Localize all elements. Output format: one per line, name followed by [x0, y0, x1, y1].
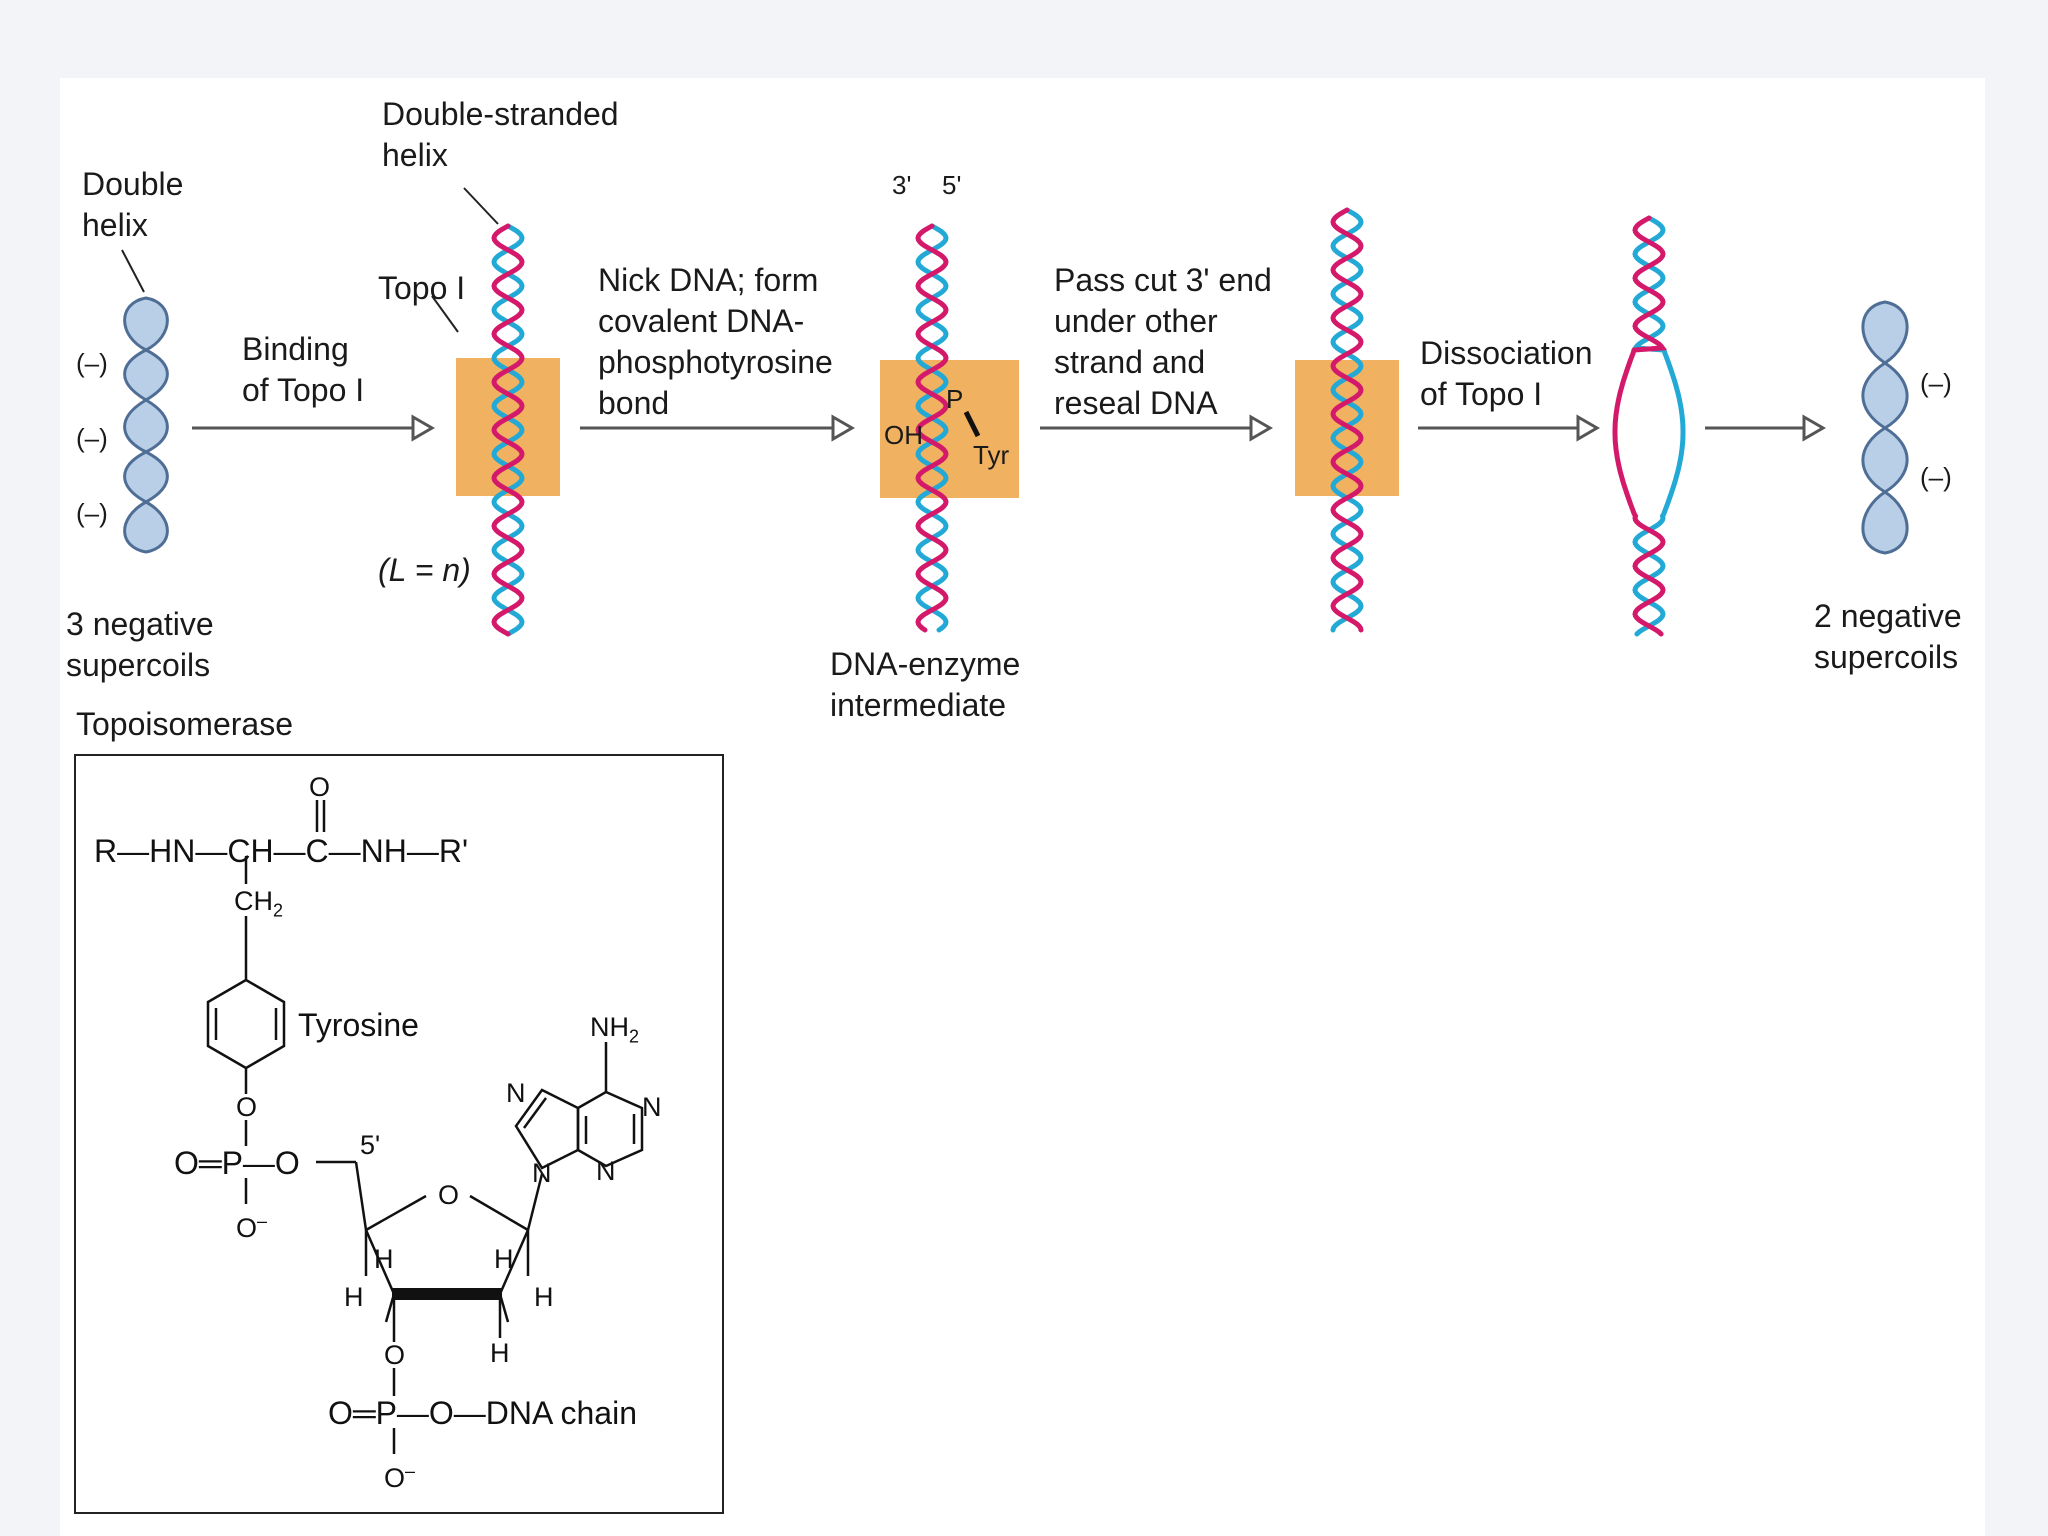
- chem-h-3: H: [344, 1282, 364, 1312]
- label-minus-right-1: (–): [1920, 368, 1952, 398]
- chem-tyrosine-label: Tyrosine: [298, 1007, 419, 1043]
- chem-n-3: N: [642, 1092, 662, 1122]
- phosphotyrosine-bond: [963, 410, 981, 438]
- chem-ring-oxygen: O: [438, 1180, 460, 1210]
- supercoil-two-negative: [1861, 300, 1909, 555]
- chem-nh2: NH2: [590, 1012, 640, 1047]
- label-dna-enzyme-intermediate: DNA-enzyme intermediate: [830, 646, 1021, 723]
- label-dissociation: Dissociation of Topo I: [1420, 335, 1593, 412]
- chem-five-prime: 5': [360, 1130, 381, 1160]
- dna-helix-released: [1612, 215, 1686, 637]
- dna-helix-bound: [491, 223, 525, 637]
- label-minus-left-2: (–): [76, 423, 108, 453]
- strand-cyan: [1330, 207, 1364, 633]
- leader-topo: [431, 295, 459, 333]
- chem-o-eq-p-o: O═P—O: [174, 1145, 300, 1181]
- chem-h-1: H: [374, 1244, 394, 1274]
- label-minus-right-2: (–): [1920, 462, 1952, 492]
- leader-double-helix: [121, 249, 145, 293]
- strand-magenta: [1612, 215, 1668, 637]
- label-three-prime: 3': [892, 170, 912, 200]
- sugar-bold-edge: [392, 1288, 502, 1300]
- chem-backbone: R—HN—CH—C—NH—R': [94, 833, 469, 869]
- chem-o-carbonyl: O: [309, 772, 331, 802]
- chem-o-3prime: O: [384, 1340, 406, 1370]
- chemical-structure-panel: O R—HN—CH—C—NH—R' CH2 Tyrosine O O═P—O 5…: [74, 754, 724, 1514]
- chem-h-4: H: [534, 1282, 554, 1312]
- label-nick: Nick DNA; form covalent DNA- phosphotyro…: [598, 262, 833, 421]
- leader-ds-helix: [463, 187, 499, 225]
- strand-magenta: [491, 223, 525, 637]
- topo-i-enzyme-2: [880, 360, 1019, 498]
- strand-magenta: [1330, 207, 1364, 633]
- figure-canvas: Double helix Double-stranded helix Topo …: [60, 78, 1985, 1536]
- chem-n-4: N: [596, 1156, 616, 1186]
- chem-o-minus-upper: O–: [236, 1211, 268, 1243]
- dna-helix-nicked: [915, 223, 949, 633]
- chem-h-2: H: [494, 1244, 514, 1274]
- process-arrows: [192, 414, 1826, 442]
- label-oh: OH: [884, 420, 923, 450]
- dna-helix-resealed: [1330, 207, 1364, 633]
- label-linking-number: (L = n): [378, 552, 471, 588]
- strand-magenta: [915, 223, 949, 633]
- strand-cyan: [1630, 215, 1686, 637]
- label-three-negative-supercoils: 3 negative supercoils: [66, 606, 214, 683]
- label-five-prime: 5': [942, 170, 962, 200]
- chem-dna-chain: O═P—O—DNA chain: [328, 1395, 637, 1431]
- supercoil-three-negative: [123, 296, 169, 554]
- chem-h-5: H: [490, 1338, 510, 1368]
- label-tyr: Tyr: [973, 440, 1010, 470]
- label-binding: Binding of Topo I: [242, 331, 365, 408]
- label-p: P: [946, 384, 964, 414]
- label-pass-cut: Pass cut 3' end under other strand and r…: [1054, 262, 1272, 421]
- strand-cyan: [491, 223, 525, 637]
- label-topo-i: Topo I: [378, 270, 466, 306]
- label-topoisomerase: Topoisomerase: [76, 706, 293, 742]
- label-minus-left-3: (–): [76, 498, 108, 528]
- chem-o-phenol: O: [236, 1092, 258, 1122]
- label-double-stranded-helix: Double-stranded helix: [382, 96, 619, 173]
- chemical-bonds: [206, 800, 644, 1454]
- diagram-graphics: [121, 187, 1909, 637]
- topo-i-enzyme-1: [456, 358, 560, 496]
- label-minus-left-1: (–): [76, 348, 108, 378]
- chem-ch2: CH2: [234, 886, 284, 921]
- chem-n-2: N: [506, 1078, 526, 1108]
- chem-n-1: N: [532, 1158, 552, 1188]
- label-double-helix: Double helix: [82, 166, 184, 243]
- chem-o-minus-lower: O–: [384, 1461, 416, 1493]
- label-two-negative-supercoils: 2 negative supercoils: [1814, 598, 1962, 675]
